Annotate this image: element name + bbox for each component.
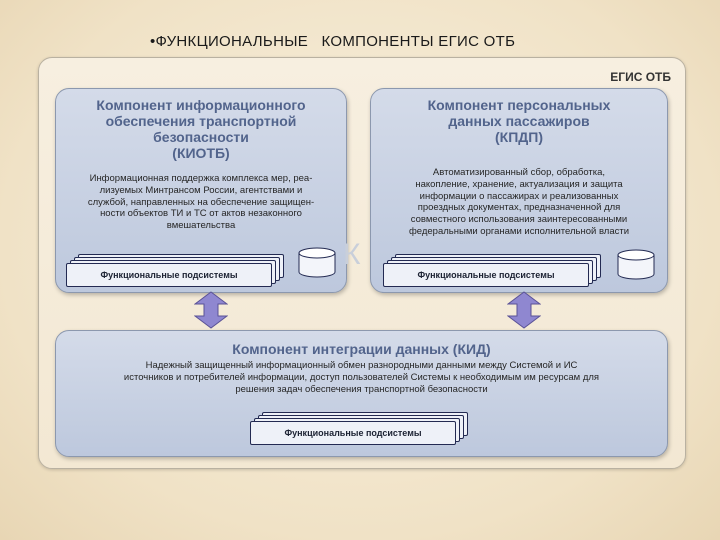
- kid-desc-line: решения задач обеспечения транспортной б…: [235, 383, 488, 395]
- component-kpdp: Компонент персональных данных пассажиров…: [370, 88, 668, 293]
- kid-desc-line: источников и потребителей информации, до…: [123, 371, 600, 383]
- kiotb-title-line: (КИОТБ): [172, 145, 230, 161]
- kpdp-title-line: данных пассажиров: [448, 113, 590, 129]
- slide-title: •ФУНКЦИОНАЛЬНЫЕ КОМПОНЕНТЫ ЕГИС ОТБ: [150, 33, 516, 50]
- kpdp-desc-line: информации о пассажирах и реализованных: [419, 190, 619, 202]
- kpdp-title-line: (КПДП): [495, 129, 543, 145]
- kpdp-title-line: Компонент персональных: [427, 97, 611, 113]
- background-letter: К: [343, 238, 361, 271]
- kiotb-subsystems-stack: Функциональные подсистемы: [66, 254, 284, 287]
- kiotb-title-line: обеспечения транспортной: [105, 113, 297, 129]
- kiotb-title-line: безопасности: [153, 129, 249, 145]
- kiotb-description: Информационная поддержка комплекса мер, …: [62, 173, 340, 232]
- kpdp-desc-line: проездных документах, предназначенной дл…: [417, 202, 621, 214]
- component-kid: Компонент интеграции данных (КИД) Надежн…: [55, 330, 668, 457]
- kiotb-title-line: Компонент информационного: [96, 97, 306, 113]
- kpdp-title: Компонент персональных данных пассажиров…: [371, 97, 667, 145]
- double-arrow-icon: [507, 291, 541, 329]
- kpdp-subsystems-stack: Функциональные подсистемы: [383, 254, 601, 287]
- kpdp-desc-line: Автоматизированный сбор, обработка,: [432, 167, 606, 178]
- kpdp-subsystems-label: Функциональные подсистемы: [383, 263, 589, 287]
- kiotb-title: Компонент информационного обеспечения тр…: [56, 97, 346, 161]
- kiotb-subsystems-label: Функциональные подсистемы: [66, 263, 272, 287]
- database-icon: [298, 247, 336, 278]
- kiotb-desc-line: Информационная поддержка комплекса мер, …: [89, 173, 313, 184]
- double-arrow-icon: [194, 291, 228, 329]
- kpdp-desc-line: федеральными органами исполнительной вла…: [408, 225, 630, 237]
- kid-subsystems-label: Функциональные подсистемы: [250, 421, 456, 445]
- kid-desc-line: Надежный защищенный информационный обмен…: [145, 360, 578, 371]
- component-kiotb: Компонент информационного обеспечения тр…: [55, 88, 347, 293]
- kiotb-desc-line: ности объектов ТИ и ТС от актов незаконн…: [100, 208, 302, 220]
- kiotb-desc-line: вмешательства: [166, 220, 236, 232]
- kiotb-desc-line: службой, направленных на обеспечение защ…: [87, 196, 315, 208]
- kid-description: Надежный защищенный информационный обмен…: [62, 360, 661, 395]
- database-icon: [617, 249, 655, 280]
- kiotb-desc-line: лизуемых Минтрансом России, агентствами …: [99, 184, 303, 196]
- kpdp-description: Автоматизированный сбор, обработка, нако…: [377, 167, 661, 238]
- kid-subsystems-stack: Функциональные подсистемы: [250, 412, 468, 445]
- system-label: ЕГИС ОТБ: [610, 70, 671, 84]
- kpdp-desc-line: накопление, хранение, актуализация и защ…: [415, 178, 623, 190]
- kpdp-desc-line: совместного использования заинтересованн…: [410, 214, 628, 226]
- kid-title: Компонент интеграции данных (КИД): [232, 341, 491, 357]
